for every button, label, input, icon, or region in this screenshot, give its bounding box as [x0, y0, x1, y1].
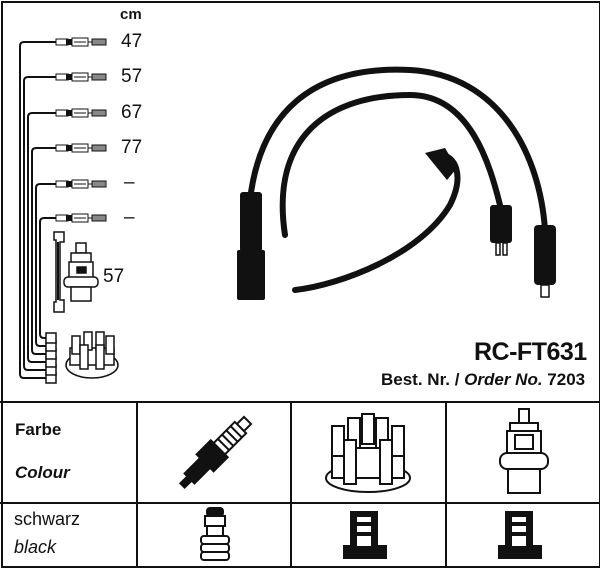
col-divider — [445, 401, 447, 566]
spark-plug-boot-icon — [200, 507, 230, 561]
col-divider — [136, 401, 138, 566]
ignition-coil-table-icon — [499, 408, 549, 494]
lead-wire — [35, 183, 56, 347]
ignition-coil-icon — [63, 242, 99, 302]
colour-header-en: Colour — [15, 463, 70, 482]
table-row-divider — [0, 502, 600, 504]
distributor-cap-table-icon — [325, 413, 411, 493]
lead-length-6: – — [124, 207, 135, 228]
lead-terminal-icon — [45, 143, 107, 360]
lead-wire — [23, 76, 56, 371]
distributor-cap-icon — [65, 331, 119, 379]
lead-terminal-icon — [45, 213, 107, 344]
lead-set-schematic — [19, 37, 119, 384]
colour-value-en: black — [14, 537, 57, 557]
lead-length-1: 47 — [121, 31, 143, 52]
coil-boot-icon — [498, 511, 542, 559]
lead-wire — [39, 217, 56, 339]
order-number-line: Best. Nr. / Order No. 7203 — [381, 370, 585, 390]
ignition-cables-photo — [237, 66, 556, 300]
lead-terminal-icon — [45, 72, 107, 376]
order-number: 7203 — [547, 370, 586, 389]
unit-label: cm — [120, 6, 142, 23]
lead-terminal-icon — [45, 179, 107, 352]
col-divider — [290, 401, 292, 566]
colour-header-de: Farbe — [15, 420, 62, 439]
product-name: RC-FT631 — [474, 338, 587, 366]
order-label: Order No. — [464, 370, 543, 389]
colour-value-de: schwarz — [14, 509, 81, 529]
distributor-boot-icon — [343, 511, 387, 559]
lead-length-5: – — [124, 172, 135, 193]
lead-wire — [19, 41, 56, 379]
order-prefix: Best. Nr. / — [381, 370, 460, 389]
lead-length-3: 67 — [121, 102, 143, 123]
lead-length-4: 77 — [121, 137, 143, 158]
lead-terminal-icon — [45, 108, 107, 368]
coil-lead-length: 57 — [103, 266, 125, 287]
coil-lead-icon — [53, 231, 65, 313]
table-top-border — [0, 401, 600, 403]
lead-length-2: 57 — [121, 66, 143, 87]
lead-wire — [31, 147, 56, 355]
spark-plug-icon — [178, 415, 253, 490]
lead-wire — [27, 112, 56, 363]
